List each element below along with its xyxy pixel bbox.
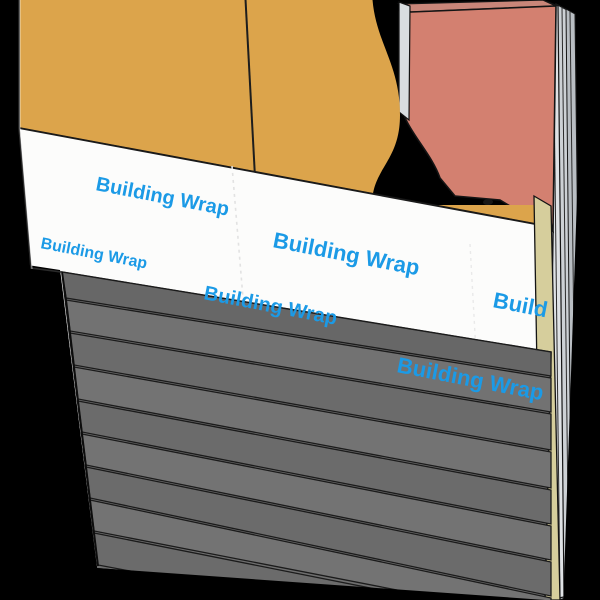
wall-left-outline [18,0,62,273]
layer-lap-siding [59,269,552,600]
background-mask-right [563,0,600,600]
background-mask-bottom [0,270,496,600]
stud-edge [398,1,411,122]
wall-left-highlight [19,0,33,270]
osb-panel-seam [244,0,257,197]
background-mask-upper-left [0,0,30,268]
